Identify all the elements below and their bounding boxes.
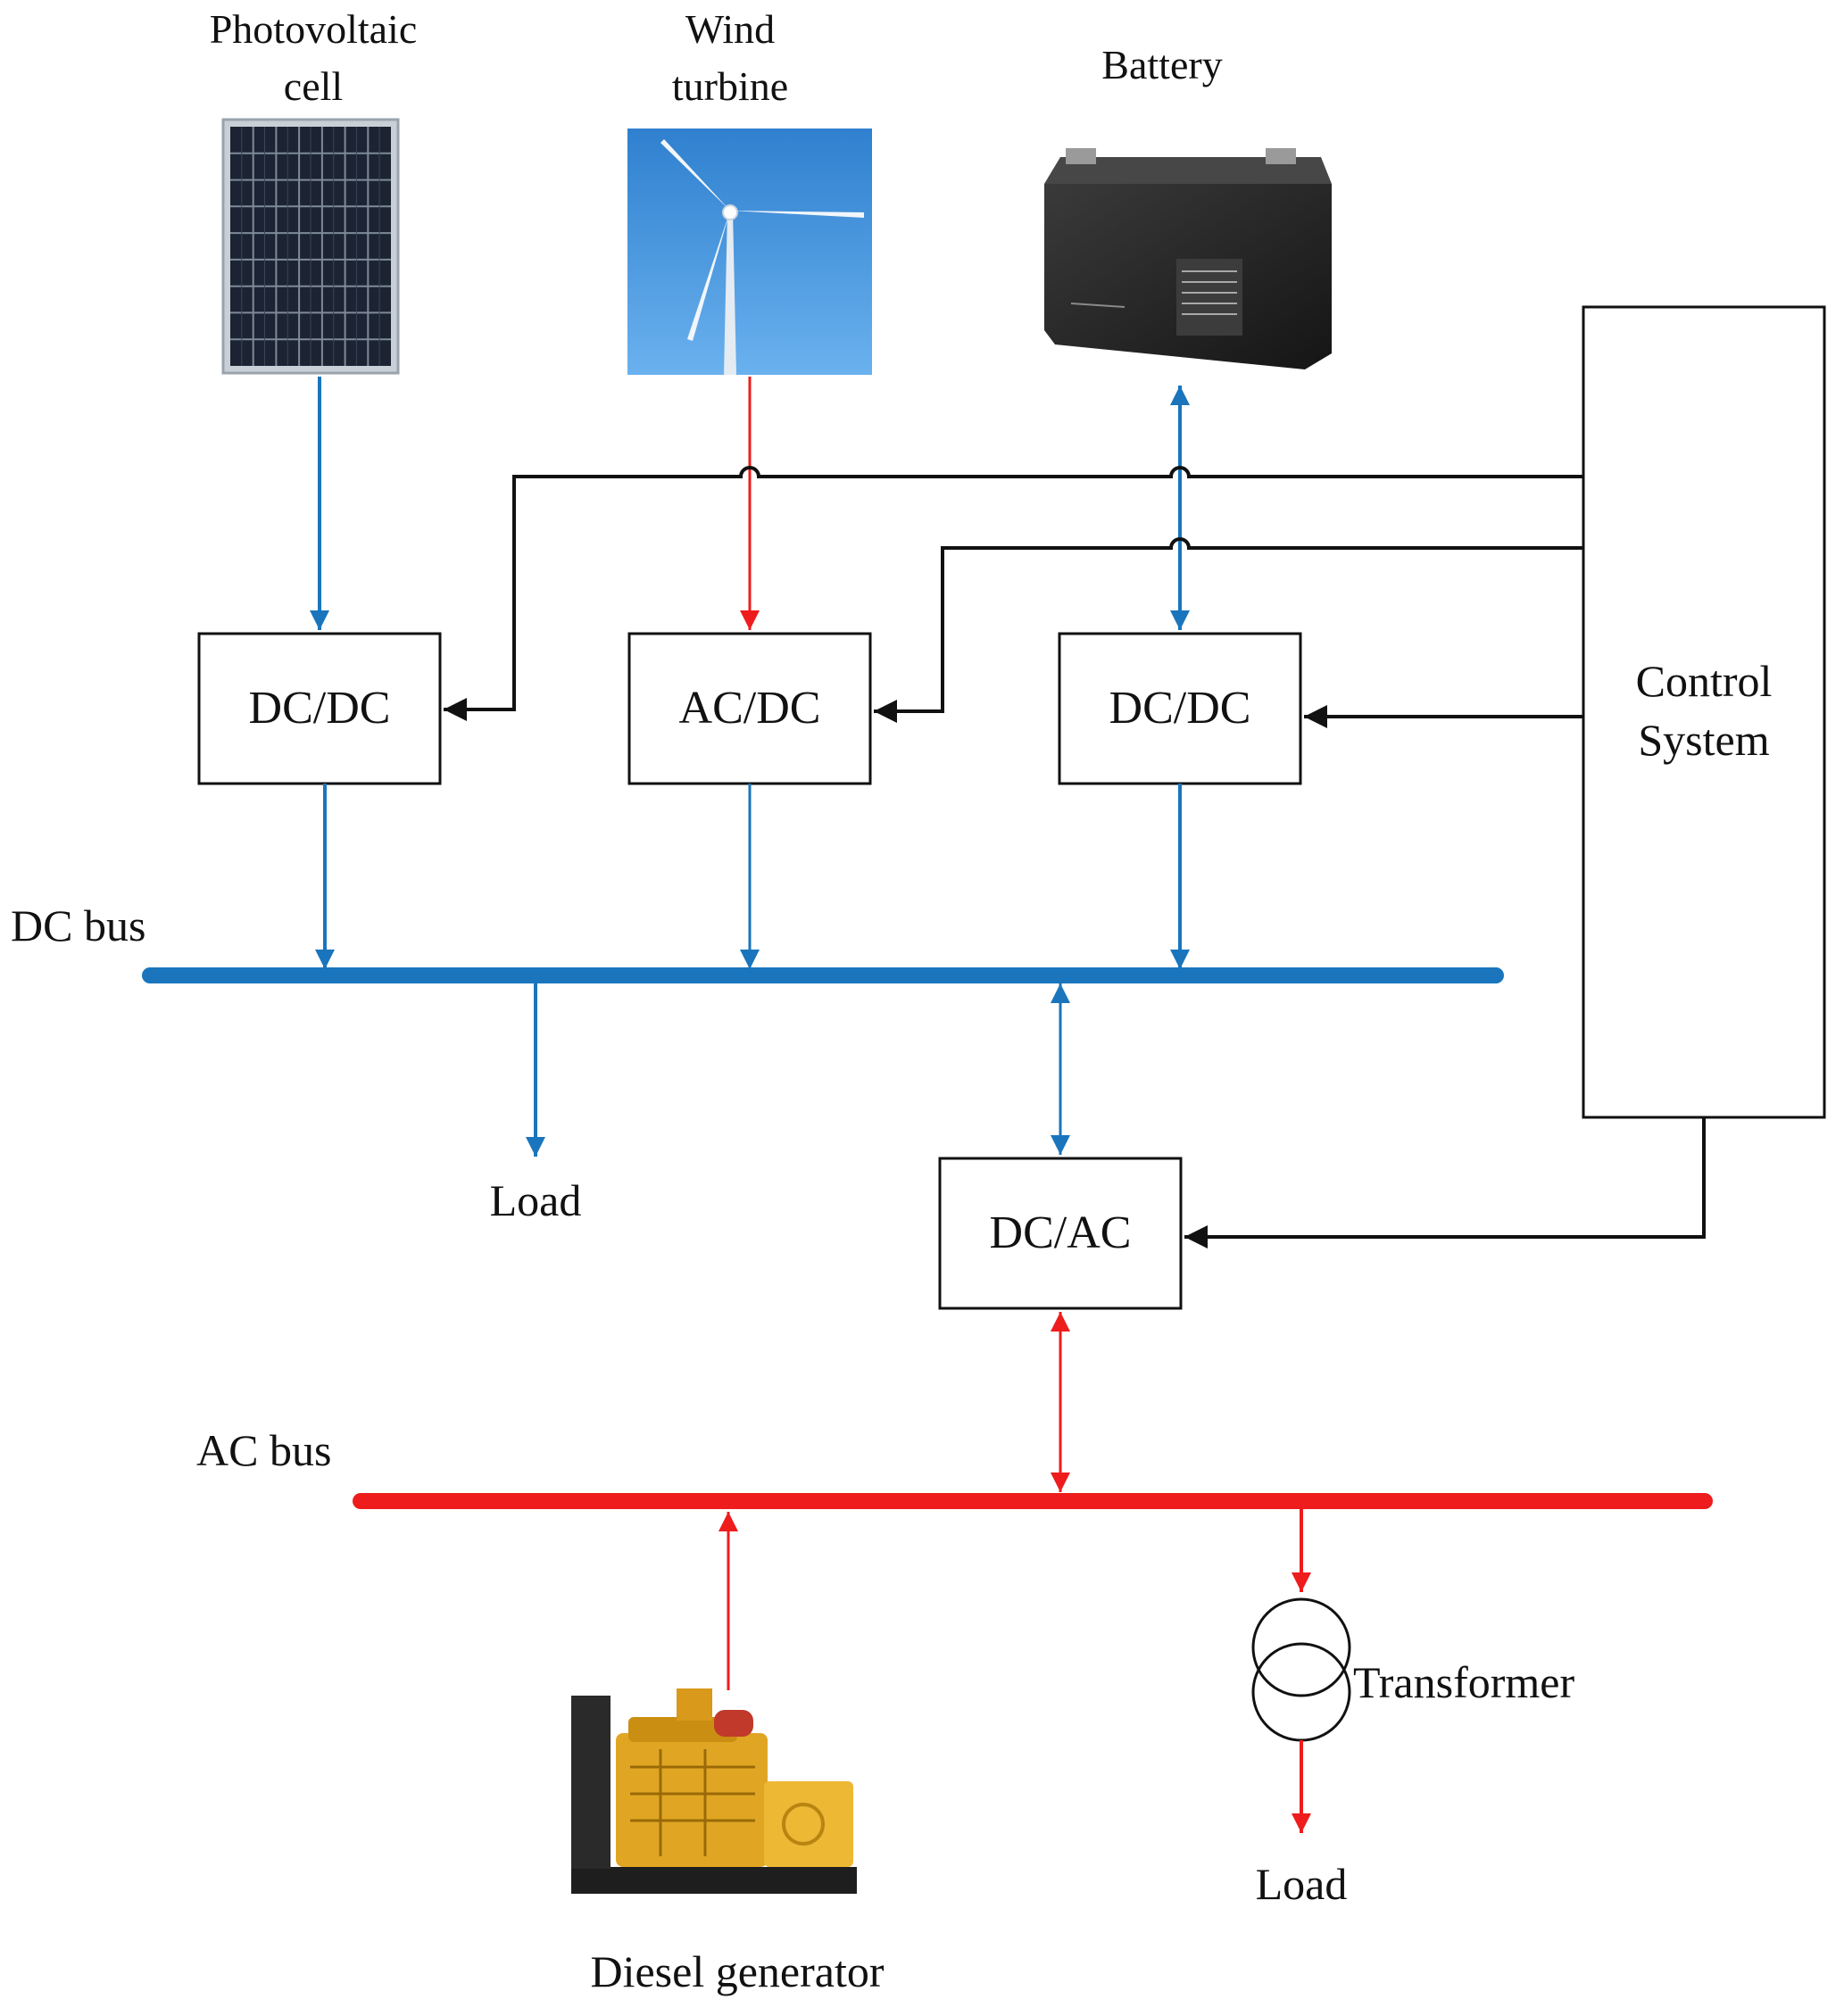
dc-load-label: Load [490,1175,582,1225]
diesel-generator-icon [571,1688,857,1894]
diesel-generator-label: Diesel generator [590,1946,884,1996]
wind-label-line2: turbine [672,63,788,109]
dc-bus-label: DC bus [11,900,145,950]
pv-label-line2: cell [284,63,343,109]
pv-dcdc-converter-label: DC/DC [249,683,391,734]
transformer-icon [1251,1597,1351,1742]
wind-acdc-converter-box [627,632,872,785]
dcac-inverter-label: DC/AC [990,1207,1132,1258]
ac-bus-label: AC bus [196,1425,331,1475]
control-system-box [1582,305,1826,1119]
battery-dcdc-converter-box [1058,632,1302,785]
control-signal-lines [444,466,1706,1249]
pv-dcdc-converter-box [197,632,442,785]
wind-acdc-converter-label: AC/DC [679,683,821,734]
control-system-label-line2: System [1638,715,1769,765]
wind-label-line1: Wind [685,6,775,52]
control-system-label-line1: Control [1636,656,1773,706]
battery-icon [1044,148,1332,369]
wind-turbine-icon [627,129,872,375]
pv-label-line1: Photovoltaic [210,6,418,52]
battery-dcdc-converter-label: DC/DC [1109,683,1251,734]
solar-panel-icon [221,118,400,375]
battery-label: Battery [1101,42,1222,87]
ac-load-label: Load [1256,1859,1348,1909]
transformer-label: Transformer [1353,1657,1574,1707]
dcac-inverter-box [938,1157,1183,1310]
